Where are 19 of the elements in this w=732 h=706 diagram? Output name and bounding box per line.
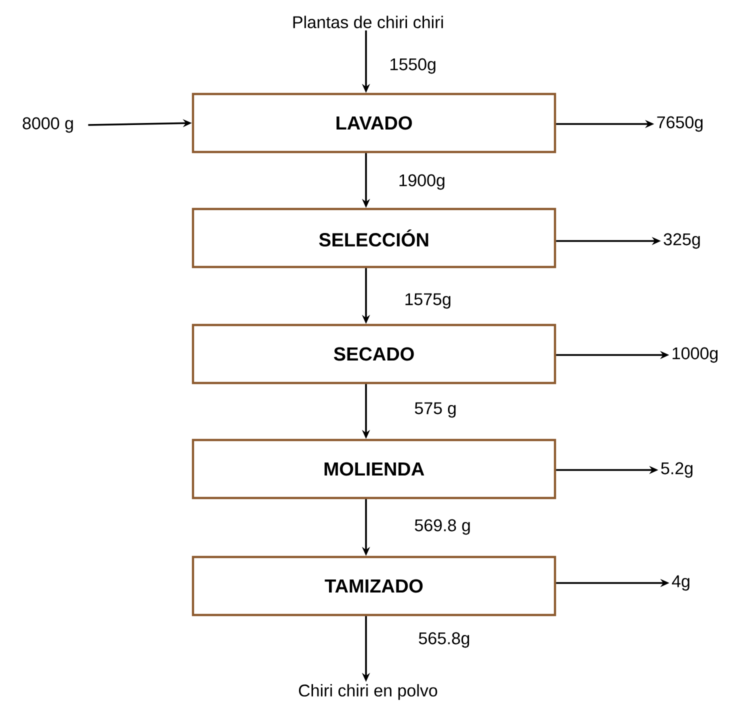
flow-label: 7650g	[657, 116, 703, 132]
edge-label: 569.8 g	[414, 519, 470, 535]
flow-label: 4g	[672, 575, 690, 591]
process-box: TAMIZADO	[192, 556, 556, 616]
flow-label: Plantas de chiri chiri	[293, 16, 443, 28]
edge-label: 1575g	[406, 293, 450, 309]
process-box: SECADO	[192, 324, 556, 384]
edge-label: 575 g	[414, 402, 456, 418]
process-box: MOLIENDA	[192, 438, 556, 500]
process-box: LAVADO	[192, 92, 556, 154]
flow-label: Chiri chiri en polvo	[298, 684, 438, 700]
flow-label: 5.2g	[661, 462, 692, 478]
flow-label: 325g	[664, 233, 700, 249]
edge-label: 1900g	[400, 174, 444, 190]
flow-label: 1000g	[672, 347, 718, 363]
process-box: SELECCIÓN	[192, 208, 556, 268]
edge-label: 1550g	[390, 58, 436, 74]
flow-label: 8000 g	[22, 117, 73, 133]
edge-label: 565.8g	[418, 632, 470, 648]
